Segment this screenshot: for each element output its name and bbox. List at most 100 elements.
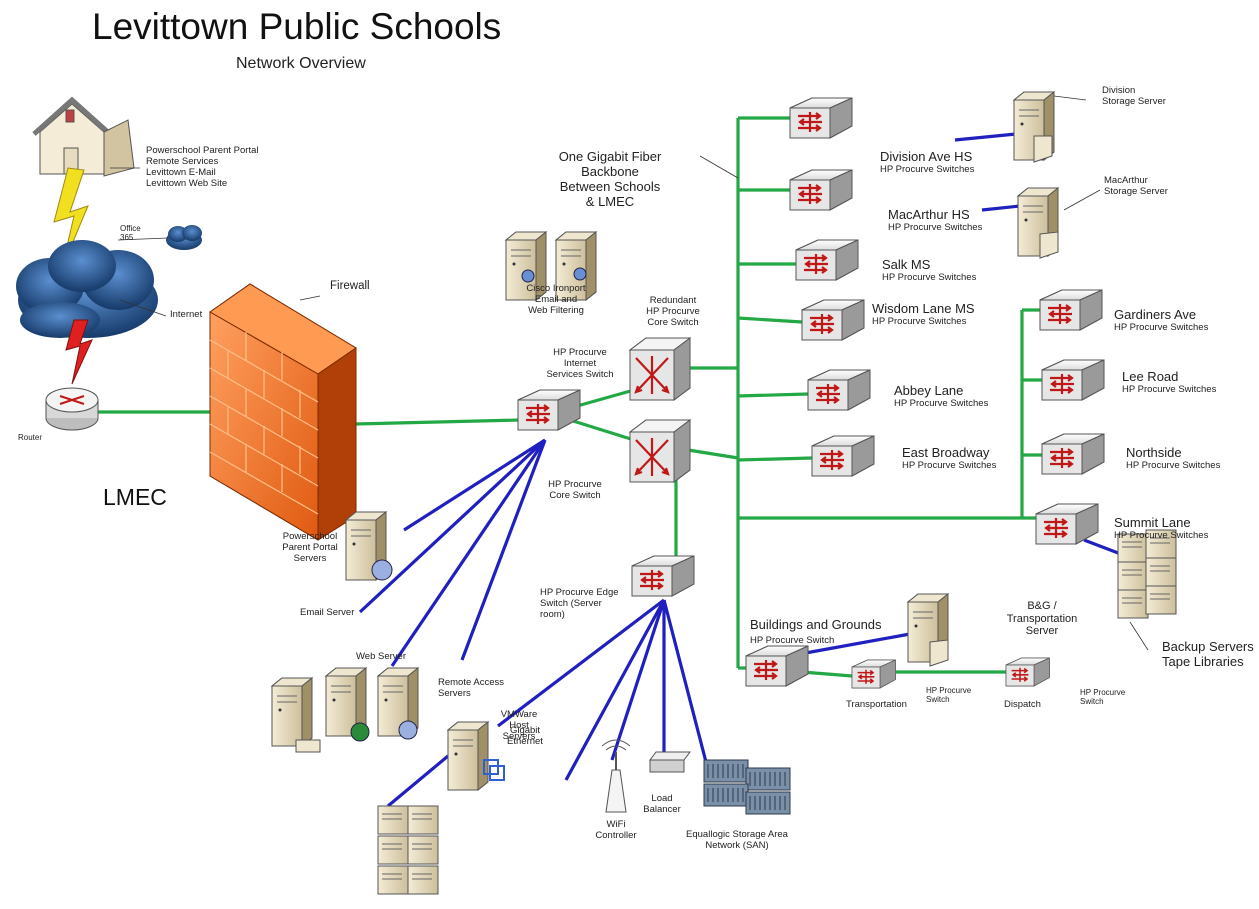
remote-access-globe-icon	[398, 720, 418, 740]
email-link	[358, 438, 547, 614]
fiber-links	[95, 116, 1042, 678]
san-label: Equallogic Storage Area Network (SAN)	[686, 829, 788, 851]
load-balancer-icon	[649, 751, 691, 773]
powerschool-globe-icon	[371, 559, 393, 581]
division-switch-icon	[788, 96, 854, 140]
internet-label: Internet	[170, 309, 203, 320]
edge-switch-icon	[630, 554, 696, 598]
macarthur-switch-icon	[788, 168, 854, 212]
internet-switch-core-link	[569, 418, 635, 442]
backbone-label: One Gigabit Fiber Backbone Between Schoo…	[558, 149, 662, 209]
vmware-logo-icon	[483, 759, 505, 781]
eastbroadway-switch-icon	[810, 434, 876, 478]
gigabit-label: Gigabit Ethernet	[507, 725, 543, 747]
wisdom-switch-icon	[800, 298, 866, 342]
northside-switch-icon	[1040, 432, 1106, 476]
core-switch-icon	[628, 418, 692, 484]
transportation-label: Transportation	[846, 699, 907, 710]
salk-switch-icon	[794, 238, 860, 282]
internet-services-switch-label: HP Procurve Internet Services Switch	[546, 347, 614, 380]
san-storage-icon	[703, 759, 791, 815]
division-storage-cover-icon	[1033, 135, 1053, 163]
abbey-switch-icon	[806, 368, 872, 412]
remote-access-label: Remote Access Servers	[438, 677, 504, 699]
bg-server-label: B&G / Transportation Server	[1006, 600, 1078, 638]
gardiners-switch-icon	[1038, 288, 1104, 332]
eastbroadway-branch	[737, 456, 813, 462]
ironport-badge-1-icon	[521, 269, 535, 283]
page-title: Levittown Public Schools	[92, 6, 502, 47]
lightning-bottom-icon	[65, 319, 93, 385]
vmware-label: VMWare Host Servers	[500, 709, 538, 742]
site-label: LMEC	[103, 484, 167, 510]
internet-switch-redundant-core-link	[569, 388, 635, 410]
cloud-office365-icon	[166, 225, 202, 250]
cloud-internet-icon	[16, 240, 158, 338]
ironport-label: Cisco Ironport Email and Web Filtering	[526, 283, 586, 316]
dispatch-label: Dispatch	[1004, 699, 1041, 710]
backup-label: Backup Servers Tape Libraries	[1162, 639, 1254, 669]
remote-services-label: Powerschool Parent Portal Remote Service…	[146, 145, 259, 189]
gigabit-link	[564, 599, 666, 781]
dispatch-switch-icon	[1005, 657, 1051, 687]
router-icon	[45, 387, 99, 431]
web-server-label: Web Server	[356, 651, 406, 662]
load-balancer-label: Load Balancer	[643, 793, 681, 815]
remote-access-link	[460, 439, 547, 661]
leeroad-switch-icon	[1040, 358, 1106, 402]
wifi-label: WiFi Controller	[595, 819, 637, 841]
firewall-icon	[209, 283, 357, 541]
macarthur-storage-label: MacArthur Storage Server	[1104, 175, 1168, 197]
office365-label: Office 365	[120, 224, 141, 243]
page-subtitle: Network Overview	[236, 55, 366, 72]
abbey-branch	[737, 392, 809, 398]
summit-switch-icon	[1034, 502, 1100, 546]
core-backbone-link	[687, 448, 739, 460]
division-storage-label: Division Storage Server	[1102, 85, 1166, 107]
core-switch-label: HP Procurve Core Switch	[548, 479, 602, 501]
dispatch-switch-label: HP Procurve Switch	[1080, 688, 1126, 707]
vmware-rack-link	[386, 754, 450, 808]
transportation-switch-label: HP Procurve Switch	[926, 686, 972, 705]
lightning-top-icon	[53, 167, 89, 269]
edge-switch-label: HP Procurve Edge Switch (Server room)	[540, 587, 619, 620]
internet-services-switch-icon	[516, 388, 582, 432]
vmware-rack-icon	[377, 805, 439, 895]
email-letter-icon	[295, 739, 321, 753]
ironport-badge-2-icon	[573, 267, 587, 281]
bg-server-link	[799, 632, 911, 656]
wifi-controller-icon	[601, 739, 631, 813]
web-globe-icon	[350, 722, 370, 742]
email-server-icon	[271, 677, 313, 747]
vmware-host-icon	[447, 721, 489, 791]
san-link	[662, 599, 708, 763]
wisdom-branch	[737, 316, 803, 324]
bg-transportation-link	[801, 670, 853, 678]
redundant-core-label: Redundant HP Procurve Core Switch	[646, 295, 700, 328]
email-server-label: Email Server	[300, 607, 355, 618]
wifi-link	[610, 599, 666, 761]
macarthur-storage-cover-icon	[1039, 231, 1059, 259]
redundant-core-switch-icon	[628, 336, 692, 402]
division-storage-link	[954, 132, 1017, 142]
firewall-internet-switch-link	[354, 418, 521, 426]
copper-links	[358, 132, 1127, 808]
powerschool-servers-label: Powerschool Parent Portal Servers	[282, 531, 338, 564]
callout-lines	[110, 95, 1149, 651]
firewall-label: Firewall	[330, 280, 370, 292]
macarthur-storage-link	[981, 204, 1021, 212]
router-label: Router	[18, 433, 43, 442]
powerschool-link	[403, 438, 546, 532]
house-icon	[32, 96, 135, 177]
